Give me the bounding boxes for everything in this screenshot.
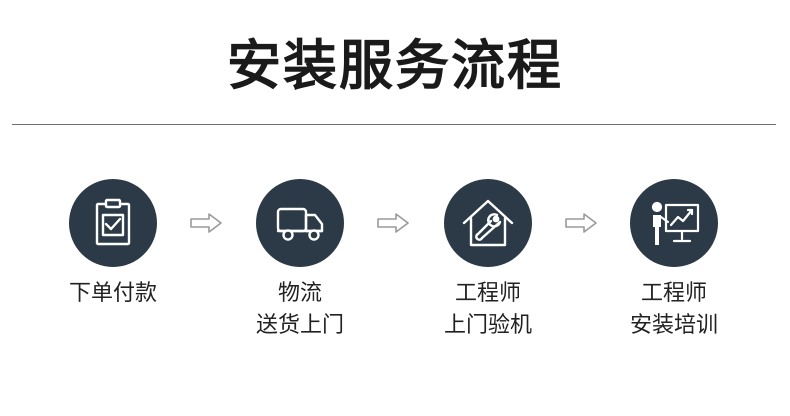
step-icon-circle bbox=[256, 179, 344, 267]
truck-icon bbox=[276, 207, 324, 241]
arrow-right-icon bbox=[377, 213, 409, 233]
house-wrench-icon bbox=[462, 199, 514, 247]
step-label-line: 安装培训 bbox=[629, 313, 718, 338]
step-label-line: 下单付款 bbox=[68, 281, 157, 306]
step-order-payment: 下单付款 bbox=[53, 179, 173, 310]
step-icon-circle bbox=[444, 179, 532, 267]
arrow-right-icon bbox=[190, 213, 222, 233]
page-title: 安装服务流程 bbox=[227, 34, 563, 97]
step-logistics-delivery: 物流 送货上门 bbox=[240, 179, 360, 342]
step-label-line: 工程师 bbox=[640, 281, 707, 306]
step-label: 工程师 安装培训 bbox=[614, 278, 734, 342]
presentation-board-icon bbox=[651, 201, 700, 245]
step-label-line: 物流 bbox=[277, 281, 322, 306]
step-label-line: 上门验机 bbox=[443, 313, 532, 338]
step-label: 物流 送货上门 bbox=[240, 278, 360, 342]
step-icon-circle bbox=[630, 179, 718, 267]
step-label: 下单付款 bbox=[53, 278, 173, 310]
step-label-line: 送货上门 bbox=[255, 313, 344, 338]
step-engineer-training: 工程师 安装培训 bbox=[614, 179, 734, 342]
title-divider bbox=[12, 124, 776, 125]
step-engineer-inspection: 工程师 上门验机 bbox=[428, 179, 548, 342]
arrow-right-icon bbox=[565, 213, 597, 233]
step-label: 工程师 上门验机 bbox=[428, 278, 548, 342]
step-icon-circle bbox=[69, 179, 157, 267]
step-label-line: 工程师 bbox=[454, 281, 521, 306]
clipboard-check-icon bbox=[95, 198, 131, 246]
